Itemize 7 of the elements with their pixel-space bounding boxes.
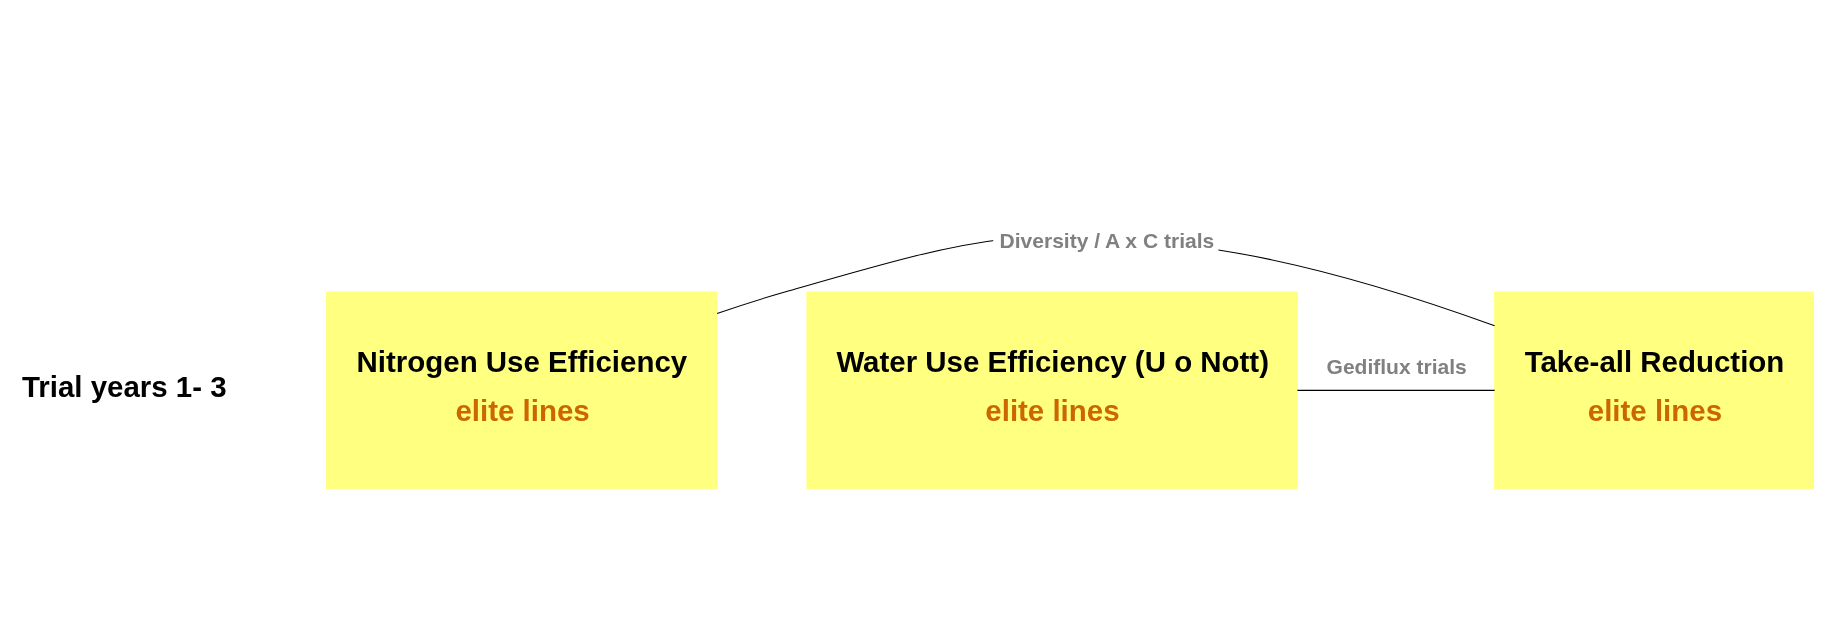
connector xyxy=(1296,389,1496,391)
edge-label: Diversity / A x C trials xyxy=(999,228,1215,252)
node-box: Take-all Reduction elite lines xyxy=(1494,291,1814,489)
label: Trial years 1- 3 xyxy=(21,369,227,403)
edge-label: Gediflux trials xyxy=(1326,354,1467,378)
node-box: Nitrogen Use Efficiency elite lines xyxy=(326,291,718,489)
node-box: Water Use Efficiency (U o Nott) elite lines xyxy=(806,291,1298,489)
